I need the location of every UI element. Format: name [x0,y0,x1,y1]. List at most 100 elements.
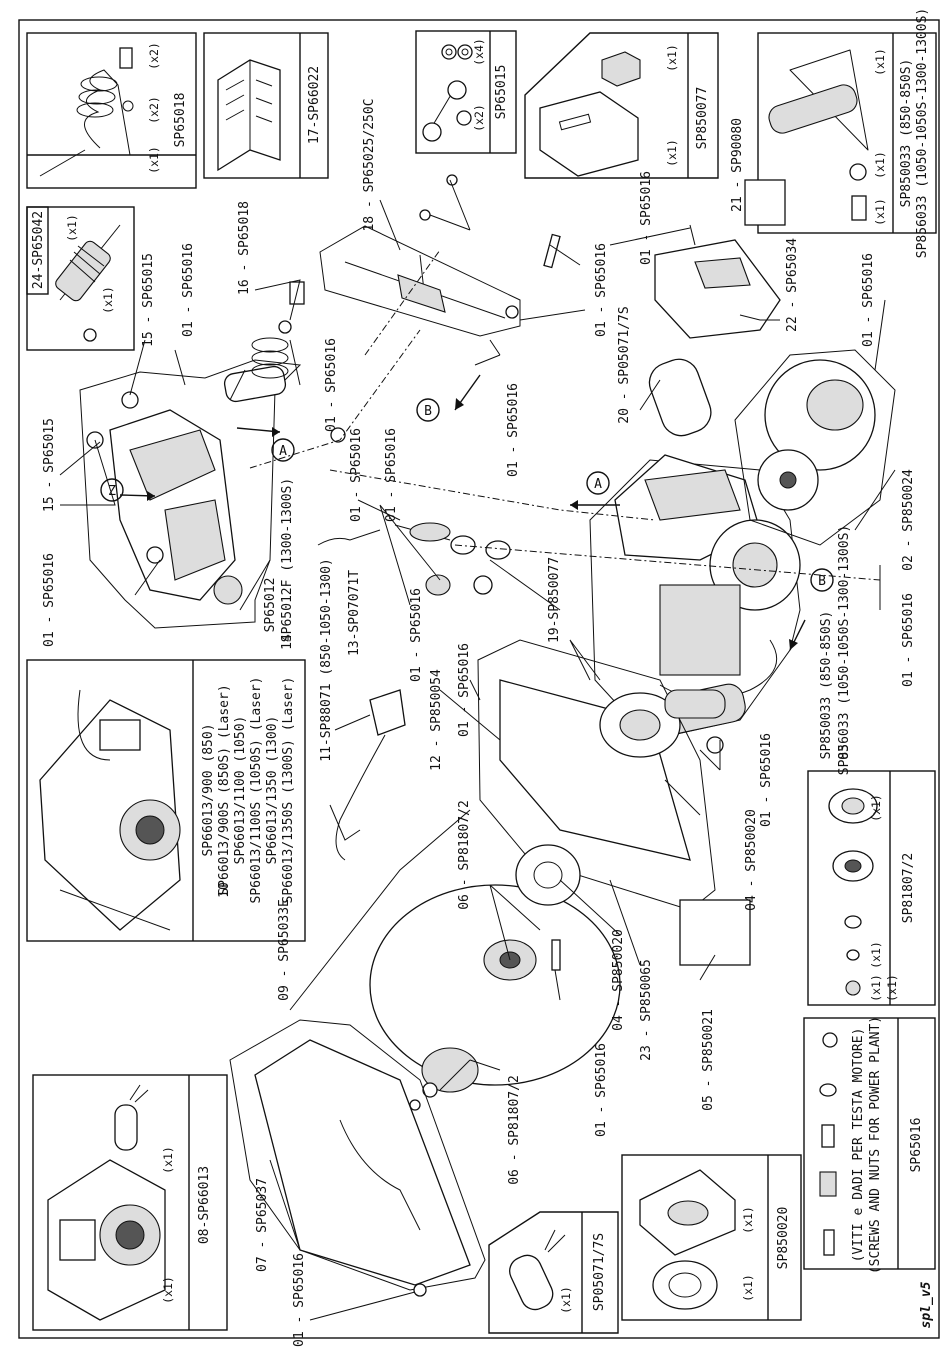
label-14-num: 14 [280,634,295,650]
box-complete-num: 10 [217,882,232,898]
box-sp65016: (VITI e DADI PER TESTA MOTORE) (SCREWS A… [803,1016,936,1274]
capacitor-icon [509,1229,566,1311]
box-sp850020: SP850020 (x1) (x1) [621,1154,802,1321]
box-capacitor-qty: (x1) [559,1286,573,1314]
label-22: 22 - SP65034 [785,238,800,332]
box-sp65018-qty1: (x2) [147,42,161,70]
svg-text:A: A [594,477,602,492]
label-01-n: 01 - SP65016 [594,1043,609,1137]
box-sp850077-qty1: (x1) [665,44,679,72]
label-01-e: 01 - SP65016 [384,428,399,522]
label-03-num: 03 [837,744,852,760]
cable-gland-parts [317,427,511,596]
label-01-g: 01 - SP65016 [506,383,521,477]
axis-line-4 [454,544,881,581]
label-05: 05 - SP850021 [701,1009,716,1111]
box-sp81807: SP81807/2 (x1) (x1) (x1) (x1) [807,770,936,1006]
box-sp850077-qty2: (x1) [665,139,679,167]
box-sp65018-qty3: (x1) [147,146,161,174]
label-15-a: 15 - SP65015 [42,418,57,512]
marker-b-top: B [416,398,440,422]
svg-text:B: B [424,404,432,419]
flange-icon [828,788,878,996]
box-sp65016-note2: (SCREWS AND NUTS FOR POWER PLANT) [868,1016,883,1274]
box-complete-line3: SP66013/1100 (1050) [233,716,248,865]
label-20: 20 - SP05071/7S [617,306,632,423]
box-rotor-title: 24-SP65042 [31,211,46,289]
manual-book-icon [217,59,281,172]
label-01-b: 01 - SP65016 [181,243,196,337]
label-23: 23 - SP850065 [639,959,654,1061]
box-sp65015: SP65015 (x4) (x2) [415,30,517,154]
box-sp850020-qty2: (x1) [741,1274,755,1302]
box-sp850020-qty1: (x1) [741,1206,755,1234]
label-01-i: 01 - SP65016 [639,171,654,265]
label-13: 13-SP07071T [347,570,362,656]
label-01-f: 01 - SP65016 [409,588,424,682]
label-07: 07 - SP65037 [255,1178,270,1272]
leader-lines [60,179,896,1321]
box-sp65018: SP65018 (x2) (x2) (x1) [26,32,197,189]
page-frame [18,19,940,1339]
saw-blade [369,844,621,1111]
complete-machine-icon [39,689,181,931]
box-sp65018-code: SP65018 [173,93,188,148]
label-06-b: 06 - SP81807/2 [507,1075,522,1185]
box-handle-qty2: (x1) [873,151,887,179]
box-handle-qty3: (x1) [873,198,887,226]
box-complete-line5: SP66013/1350 (1300) [265,716,280,865]
axis-line-3 [249,329,421,469]
box-complete-line1: SP66013/900 (850) [201,723,216,856]
label-04-b: 04 - SP850020 [611,929,626,1031]
label-14-a: SP65012 [263,578,278,633]
label-01-d: 01 - SP65016 [349,428,364,522]
box-complete-line6: SP66013/1350S (1300S) (Laser) [281,677,296,904]
axis-line-2 [364,249,441,356]
bearing-icon [422,44,473,142]
marker-z: Z [100,478,124,502]
marker-a-right: A [586,471,610,495]
label-16: 16 - SP65018 [237,201,252,295]
power-plug [329,689,406,861]
box-complete-machine: 10 SP66013/900 (850) SP66013/900S (850S)… [26,659,306,942]
box-capacitor: SP05071/7S (x1) [488,1211,619,1334]
switch-box [654,179,786,339]
label-01-m: 01 - SP65016 [759,733,774,827]
plate-icon [539,51,641,177]
capacitor-20 [648,358,712,437]
label-14-b: SP65012F (1300-1300S) [280,478,295,642]
label-01-l: 01 - SP65016 [457,643,472,737]
motor-icon [47,1084,166,1321]
box-rotor-qty2: (x1) [101,286,115,314]
label-04-a: 04 - SP850020 [744,809,759,911]
box-sp81807-qty4: (x1) [885,974,899,1002]
spring-part-icon [39,47,134,177]
box-handle-qty1: (x1) [873,48,887,76]
box-sp65015-qty1: (x4) [472,38,486,66]
box-sp81807-code: SP81807/2 [901,853,916,923]
rotor-icon [55,224,121,342]
marker-a-left: A [271,438,295,462]
box-sp81807-qty3: (x1) [869,974,883,1002]
box-handle-code1: SP850033 (850-850S) [899,59,914,208]
handle-icon [768,49,869,221]
box-rotor: 24-SP65042 (x1) (x1) [26,206,135,351]
box-sp850020-code: SP850020 [776,1207,791,1270]
label-12: 12 - SP850054 [429,669,444,771]
box-sp850077: SP850077 (x1) (x1) [524,32,719,179]
screws-nuts-icon [819,1032,838,1256]
box-rotor-qty1: (x1) [65,214,79,242]
box-complete-line4: SP66013/1100S (1050S) (Laser) [249,677,264,904]
box-handle-code2: SP856033 (1050-1050S-1300-1300S) [915,8,930,258]
label-03-b: SP856033 (1050-1050S-1300-1300S) [837,525,852,775]
box-sp65016-code: SP65016 [909,1118,924,1173]
label-01-h: 01 - SP65016 [594,243,609,337]
spring-16 [229,281,305,401]
label-01-c: 01 - SP65016 [324,338,339,432]
label-01-j: 01 - SP65016 [861,253,876,347]
axis-line-1 [329,469,656,521]
box-motor: 08-SP66013 (x1) (x1) [32,1074,228,1331]
box-sp65015-qty2: (x2) [472,104,486,132]
label-19: 19-SP850077 [547,557,562,643]
